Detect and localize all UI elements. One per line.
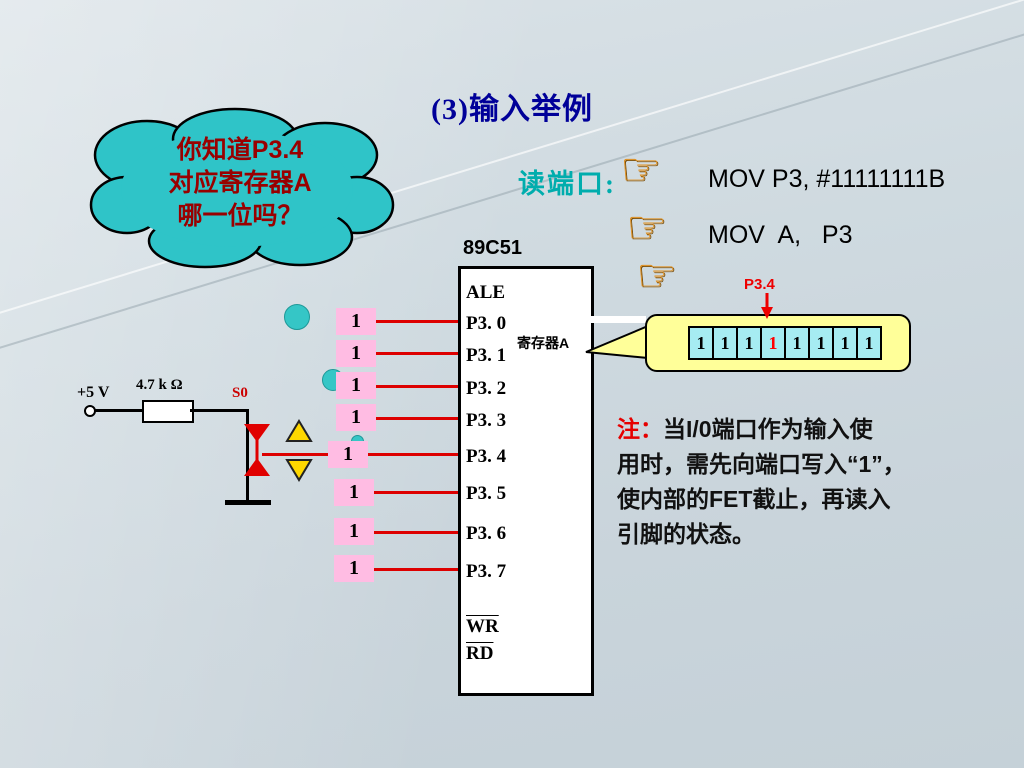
chip-name: 89C51 xyxy=(463,237,522,259)
cloud-question: 你知道P3.4 对应寄存器A 哪一位吗？ xyxy=(105,134,375,233)
pin-label-p3-0: P3. 0 xyxy=(466,313,507,334)
instruction-mov-p3: MOV P3, #11111111B xyxy=(708,165,946,193)
register-bit: 1 xyxy=(736,326,762,360)
register-bit: 1 xyxy=(832,326,858,360)
pin-label-ale: ALE xyxy=(466,282,506,303)
resistor xyxy=(142,400,194,423)
pin-label-p3-3: P3. 3 xyxy=(466,410,507,431)
instruction-mov-a: MOV A, P3 xyxy=(708,221,853,249)
down-arrow-icon xyxy=(761,293,773,319)
pin-label-p3-4: P3. 4 xyxy=(466,446,507,467)
read-port-label: 读端口: xyxy=(518,169,616,199)
input-bit-box-p3-4: 1 xyxy=(328,441,368,468)
spin-up-button[interactable] xyxy=(285,419,313,443)
wire-vcc xyxy=(94,409,142,412)
input-bit-box: 1 xyxy=(334,555,374,582)
register-bit: 1 xyxy=(808,326,834,360)
pin-label-p3-5: P3. 5 xyxy=(466,483,507,504)
register-a-label: 寄存器A xyxy=(517,335,570,351)
note-text: 当I/0端口作为输入使 xyxy=(663,416,873,442)
register-cells: 1 1 1 1 1 1 1 1 xyxy=(688,326,882,360)
input-bit-box: 1 xyxy=(334,479,374,506)
pin-label-p3-7: P3. 7 xyxy=(466,561,507,582)
note-line-3: 使内部的FET截止，再读入 xyxy=(617,486,891,512)
cloud-line-1: 你知道P3.4 xyxy=(176,136,304,164)
cloud-line-2: 对应寄存器A xyxy=(168,169,312,197)
resistor-label: 4.7 k Ω xyxy=(136,377,183,393)
pin-label-rd: RD xyxy=(466,643,494,664)
vcc-label: +5 V xyxy=(77,384,110,401)
pin-label-p3-2: P3. 2 xyxy=(466,378,507,399)
wire-p3-7 xyxy=(374,568,458,571)
wire-p3-5 xyxy=(374,491,458,494)
wire-p3-1 xyxy=(376,352,458,355)
pin-label-p3-6: P3. 6 xyxy=(466,523,507,544)
wire-p3-2 xyxy=(376,385,458,388)
input-bit-box: 1 xyxy=(336,340,376,367)
wire-p3-0 xyxy=(376,320,458,323)
input-bit-box: 1 xyxy=(336,372,376,399)
switch-icon[interactable] xyxy=(242,424,274,476)
ground-symbol xyxy=(225,500,271,505)
pointing-hand-icon: ☞ xyxy=(626,201,668,253)
register-bit: 1 xyxy=(784,326,810,360)
note-prefix: 注： xyxy=(617,416,663,442)
note-line-4: 引脚的状态。 xyxy=(617,521,755,547)
spin-down-button[interactable] xyxy=(285,458,313,482)
cloud-line-3: 哪一位吗？ xyxy=(177,202,303,230)
register-bit: 1 xyxy=(712,326,738,360)
wire-ground xyxy=(246,409,249,501)
note-block: 注：当I/0端口作为输入使 用时，需先向端口写入“1”， 使内部的FET截止，再… xyxy=(617,412,987,552)
wire-p3-6 xyxy=(374,531,458,534)
callout-wedge xyxy=(585,324,649,360)
input-bit-box: 1 xyxy=(336,308,376,335)
switch-label: S0 xyxy=(232,385,248,401)
register-bit-p3-4: 1 xyxy=(760,326,786,360)
input-bit-box: 1 xyxy=(336,404,376,431)
pointing-hand-icon: ☞ xyxy=(620,143,662,195)
page-title: (3)输入举例 xyxy=(431,93,593,126)
register-bit: 1 xyxy=(688,326,714,360)
input-bit-box: 1 xyxy=(334,518,374,545)
white-line xyxy=(588,316,646,323)
wire-p3-3 xyxy=(376,417,458,420)
chip-body xyxy=(458,266,594,696)
teal-dot xyxy=(284,304,310,330)
register-bit: 1 xyxy=(856,326,882,360)
thought-cloud xyxy=(89,107,395,269)
pin-label-wr: WR xyxy=(466,616,499,637)
note-line-1: 注：当I/0端口作为输入使 xyxy=(617,412,987,447)
wire-node xyxy=(190,409,248,412)
pointing-hand-icon: ☞ xyxy=(636,249,678,301)
pin-label-p3-1: P3. 1 xyxy=(466,345,507,366)
note-line-2: 用时，需先向端口写入“1”， xyxy=(617,451,906,477)
p3-4-pointer-label: P3.4 xyxy=(744,276,775,293)
